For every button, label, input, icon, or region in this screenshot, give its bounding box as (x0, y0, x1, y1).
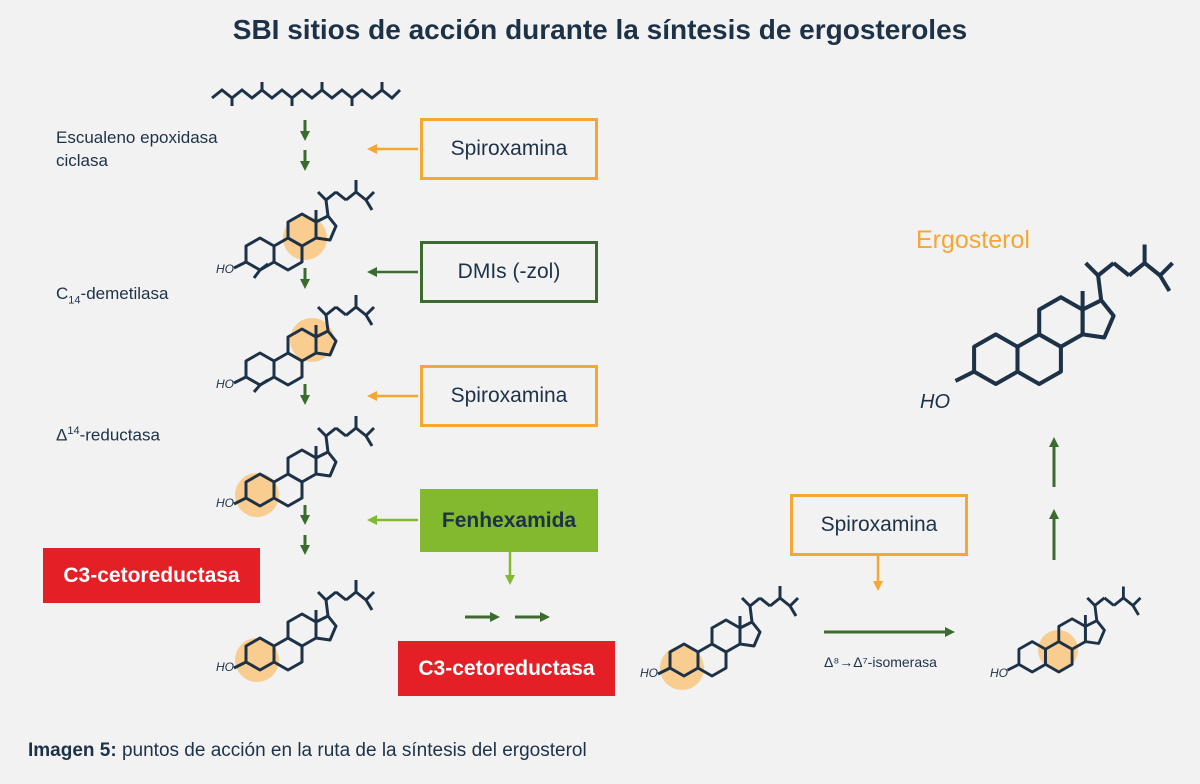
d14-reductase-label: Δ14-reductasa (56, 420, 160, 447)
ho-label-6: HO (990, 666, 1008, 680)
c14-suffix: -demetilasa (80, 284, 169, 303)
c14-subscript: 14 (68, 294, 81, 307)
caption-bold: Imagen 5: (28, 740, 117, 761)
caption-text: puntos de acción en la ruta de la síntes… (116, 740, 587, 761)
ho-label-ergosterol: HO (920, 391, 950, 413)
c3-cetoreductasa-box-bottom: C3-cetoreductasa (398, 641, 615, 696)
spiroxamina-box-2: Spiroxamina (420, 365, 598, 427)
ergosterol-molecule (956, 245, 1173, 385)
ho-label-4: HO (216, 660, 234, 674)
figure-caption: Imagen 5: puntos de acción en la ruta de… (28, 740, 587, 762)
squalene-enzyme-line1: Escualeno epoxidasa (56, 128, 218, 147)
spiroxamina-box-3: Spiroxamina (790, 494, 968, 556)
squalene-enzyme-line2: ciclasa (56, 151, 108, 170)
reaction-site-highlights (235, 216, 1078, 690)
ho-label-1: HO (216, 262, 234, 276)
squalene-branches (230, 82, 384, 106)
methyl-groups (252, 262, 269, 393)
d14-suffix: -reductasa (79, 425, 160, 445)
fenhexamida-box: Fenhexamida (420, 489, 598, 552)
d14-prefix: Δ (56, 425, 68, 445)
spiroxamina-box-1: Spiroxamina (420, 118, 598, 180)
c14-prefix: C (56, 284, 69, 303)
c3-cetoreductasa-box-left: C3-cetoreductasa (43, 548, 260, 603)
ho-label-5: HO (640, 666, 658, 680)
c14-demethylase-label: C14-demetilasa (56, 282, 168, 312)
d14-superscript: 14 (67, 425, 80, 437)
diagram-title: SBI sitios de acción durante la síntesis… (232, 14, 968, 45)
dmis-box: DMIs (-zol) (420, 241, 598, 303)
squalene-chain (211, 88, 402, 101)
ergosterol-label: Ergosterol (916, 226, 1030, 254)
squalene-enzyme-label: Escualeno epoxidasa ciclasa (56, 126, 218, 172)
ho-label-3: HO (216, 496, 234, 510)
ho-label-2: HO (216, 377, 234, 391)
isomerase-label: Δ⁸→Δ⁷-isomerasa (824, 654, 937, 670)
